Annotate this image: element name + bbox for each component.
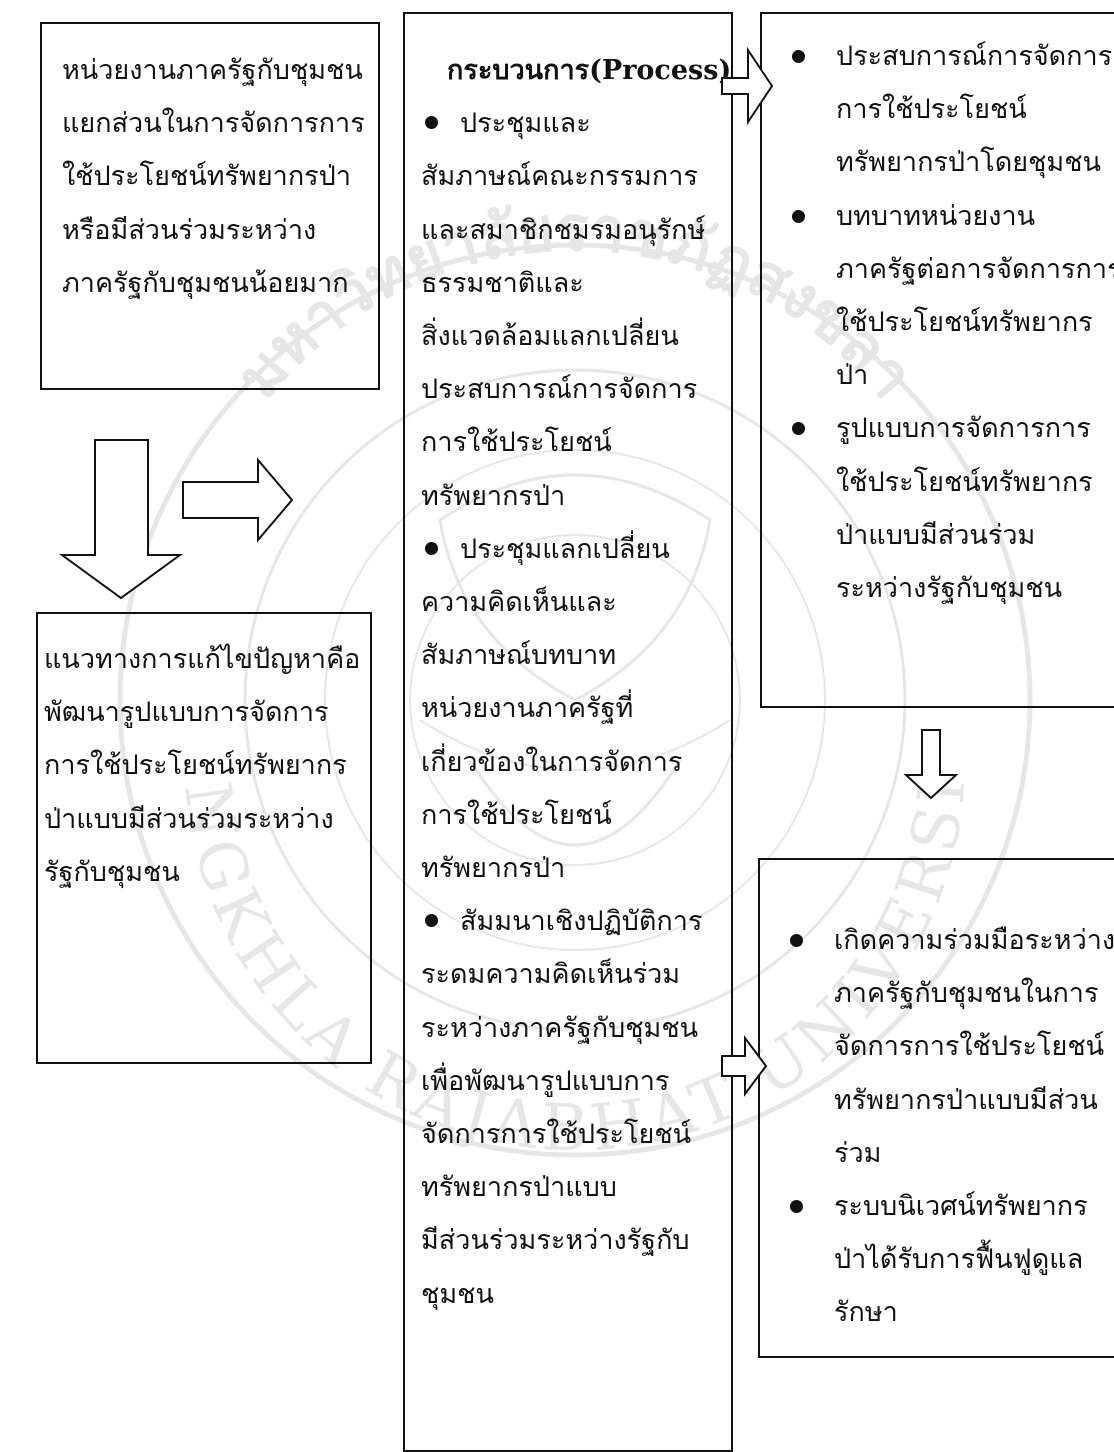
- arrow-down-icon: [903, 729, 959, 800]
- solution-line: การใช้ประโยชน์ทรัพยากร: [44, 750, 347, 782]
- arrow-right-icon: [721, 46, 774, 126]
- process-item-first: ประชุมแลกเปลี่ยน: [421, 523, 731, 576]
- solution-line: แนวทางการแก้ไขปัญหาคือ: [44, 644, 361, 675]
- process-line: มีส่วนร่วมระหว่างรัฐกับ: [421, 1225, 690, 1257]
- bullet-icon: [425, 541, 438, 555]
- process-line: และสมาชิกชมรมอนุรักษ์: [421, 214, 706, 246]
- process-line: เพื่อพัฒนารูปแบบการ: [421, 1065, 670, 1097]
- process-line: สัมภาษณ์บทบาท: [421, 640, 617, 672]
- arrow-right-icon: [182, 457, 294, 543]
- process-line: เกี่ยวข้องในการจัดการ: [421, 746, 683, 778]
- arrow-right-icon: [721, 1035, 768, 1097]
- solution-line: รัฐกับชุมชน: [44, 856, 180, 888]
- outcome-box: เกิดความร่วมมือระหว่าง ภาครัฐกับชุมชนในก…: [758, 858, 1114, 1358]
- output-item: บทบาทหน่วยงาน ภาครัฐต่อการจัดการการ ใช้ป…: [784, 190, 1114, 403]
- process-line: การใช้ประโยชน์: [421, 427, 612, 459]
- process-line: ทรัพยากรป่า: [421, 480, 566, 512]
- output-item: รูปแบบการจัดการการ ใช้ประโยชน์ทรัพยากร ป…: [784, 402, 1114, 615]
- process-item-first: ประชุมและ: [421, 97, 731, 150]
- solution-box: แนวทางการแก้ไขปัญหาคือ พัฒนารูปแบบการจัด…: [36, 612, 372, 1064]
- process-line: สิ่งแวดล้อมแลกเปลี่ยน: [421, 321, 679, 353]
- output-item: ประสบการณ์การจัดการ การใช้ประโยชน์ ทรัพย…: [784, 30, 1114, 190]
- problem-line: หน่วยงานภาครัฐกับชุมชน: [62, 55, 363, 86]
- outcome-item: ระบบนิเวศน์ทรัพยากร ป่าได้รับการฟื้นฟูดู…: [782, 1180, 1114, 1340]
- arrow-down-icon: [58, 439, 184, 600]
- problem-box: หน่วยงานภาครัฐกับชุมชน แยกส่วนในการจัดกา…: [40, 22, 380, 390]
- process-line: ธรรมชาติและ: [421, 267, 584, 299]
- problem-line: แยกส่วนในการจัดการการ: [62, 108, 365, 140]
- process-title: กระบวนการ(Process): [447, 55, 732, 86]
- process-line: ทรัพยากรป่าแบบ: [421, 1172, 617, 1204]
- process-line: ระหว่างภาครัฐกับชุมชน: [421, 1012, 699, 1044]
- process-line: ระดมความคิดเห็นร่วม: [421, 959, 681, 991]
- problem-line: หรือมีส่วนร่วมระหว่าง: [62, 214, 317, 246]
- output-list: ประสบการณ์การจัดการ การใช้ประโยชน์ ทรัพย…: [784, 30, 1114, 615]
- process-line: ความคิดเห็นและ: [421, 587, 617, 619]
- output-box: ประสบการณ์การจัดการ การใช้ประโยชน์ ทรัพย…: [760, 12, 1114, 708]
- process-line: หน่วยงานภาครัฐที่: [421, 693, 634, 725]
- problem-line: ใช้ประโยชน์ทรัพยากรป่า: [62, 161, 351, 193]
- problem-line: ภาครัฐกับชุมชนน้อยมาก: [62, 267, 349, 299]
- process-item-first: สัมมนาเชิงปฏิบัติการ: [421, 895, 731, 948]
- process-box: กระบวนการ(Process) ประชุมและ สัมภาษณ์คณะ…: [403, 12, 733, 1452]
- process-line: การใช้ประโยชน์: [421, 799, 612, 831]
- bullet-icon: [425, 914, 438, 928]
- outcome-item: เกิดความร่วมมือระหว่าง ภาครัฐกับชุมชนในก…: [782, 914, 1114, 1180]
- bullet-icon: [425, 116, 438, 130]
- process-line: ประสบการณ์การจัดการ: [421, 374, 698, 406]
- process-line: ชุมชน: [421, 1278, 494, 1310]
- outcome-list: เกิดความร่วมมือระหว่าง ภาครัฐกับชุมชนในก…: [782, 914, 1114, 1340]
- process-line: ทรัพยากรป่า: [421, 853, 566, 885]
- process-line: จัดการการใช้ประโยชน์: [421, 1119, 692, 1151]
- solution-line: ป่าแบบมีส่วนร่วมระหว่าง: [44, 803, 334, 835]
- process-line: สัมภาษณ์คณะกรรมการ: [421, 161, 698, 193]
- solution-line: พัฒนารูปแบบการจัดการ: [44, 697, 329, 729]
